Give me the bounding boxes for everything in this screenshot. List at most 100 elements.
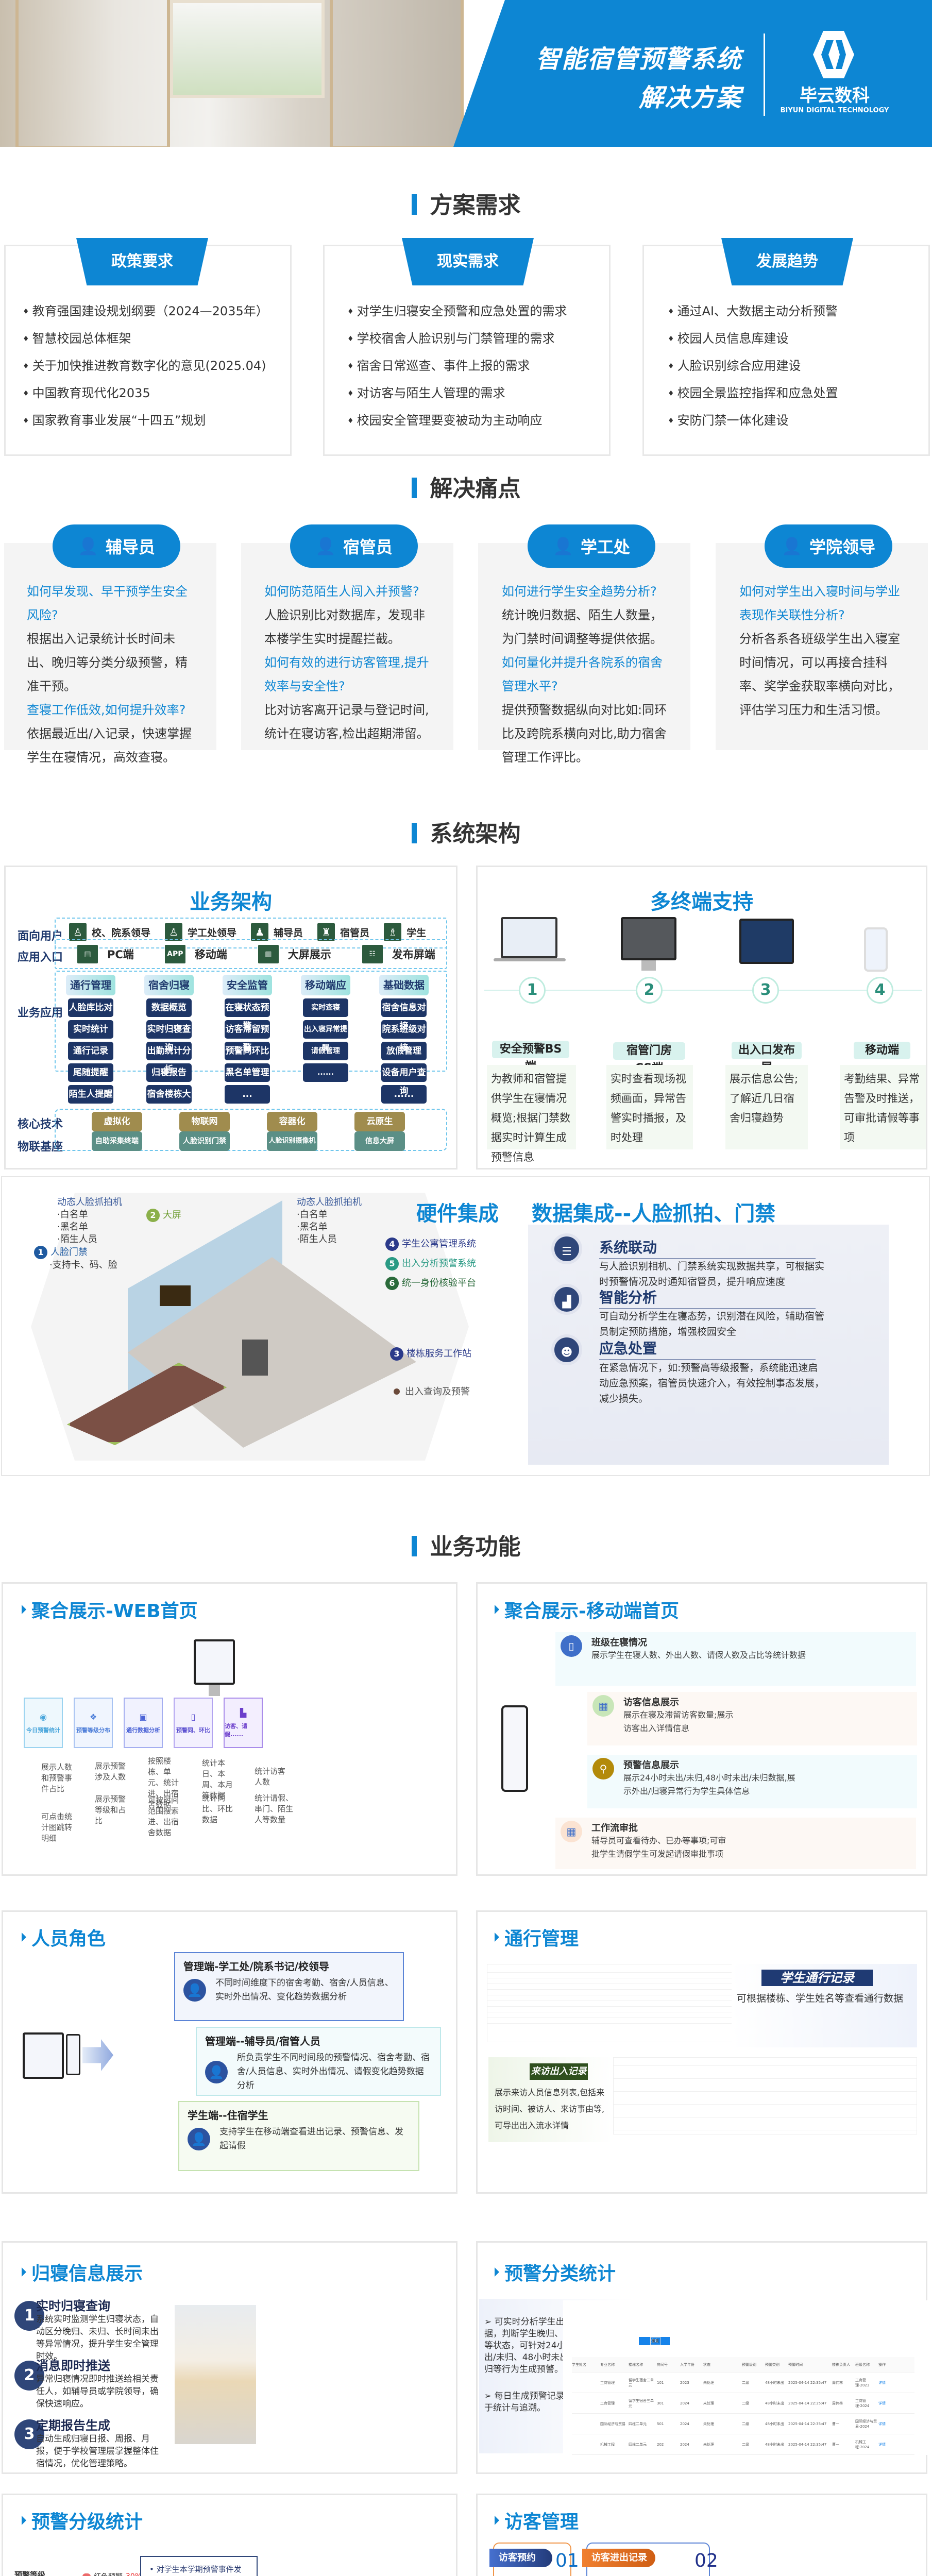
- pain-question: 如何量化并提升各院系的宿舍管理水平?: [502, 655, 663, 693]
- biyun-logo-icon: [813, 31, 854, 78]
- hero-subtitle: 解决方案: [639, 83, 742, 112]
- pain-question: 如何进行学生安全趋势分析?: [502, 584, 657, 599]
- visitor-card-number: 02: [694, 2550, 718, 2571]
- hardware-title: 硬件集成: [416, 1202, 499, 1226]
- document-icon: ▣: [139, 1711, 147, 1722]
- app-column-mobile: 移动端应用 实时查寝 出入寝异常提醒 请假管理 ......: [301, 975, 350, 1104]
- board-icon: ☷: [362, 945, 383, 963]
- document-icon: ▯: [561, 1635, 582, 1657]
- pain-card-student-affairs: [478, 543, 690, 750]
- list-item: 智慧校园总体框架: [23, 326, 268, 353]
- terminal-description: 展示信息公告;了解近几日宿舍归寝趋势: [725, 1065, 808, 1149]
- core-tech-list: 虚拟化 物联网 容器化 云原生: [92, 1112, 405, 1131]
- book-icon: ▙: [240, 1707, 247, 1718]
- user-school-leader: ♙校、院系领导: [69, 923, 150, 941]
- detail-link[interactable]: 详情: [878, 2401, 886, 2405]
- chevron-right-icon: [22, 2516, 26, 2525]
- warn-level-panel: [2, 2494, 457, 2576]
- step-circle: 2: [636, 977, 663, 1004]
- person-icon: 👤: [782, 536, 802, 556]
- terminal-description: 为教师和宿管提供学生在寝情况概览;根据门禁数据实时计算生成预警信息: [487, 1065, 576, 1163]
- detail-link[interactable]: 详情: [878, 2421, 886, 2426]
- step-text: 系统实时监测学生归寝状态，自动区分晚归、未归、长时间未出等异常情况，提升学生安全…: [36, 2314, 159, 2362]
- section-title-functions: 业务功能: [0, 1528, 932, 1561]
- requirement-tab-reality: 现实需求: [402, 238, 534, 285]
- detail-link[interactable]: 详情: [878, 2380, 886, 2385]
- web-desc: 统计同比、环比数据: [202, 1793, 233, 1824]
- mobile-home-title: 聚合展示-移动端首页: [495, 1596, 679, 1623]
- step-number: 3: [14, 2419, 44, 2449]
- pain-text-dorm-manager: 如何防范陌生人闯入并预警? 人脸识别比对数据库，发现非本楼学生实时提醒拦截。 如…: [264, 580, 434, 745]
- dorm-window-image: [170, 0, 325, 98]
- title-accent-bar: [411, 194, 417, 215]
- chart-title: 预警等级: [14, 2570, 46, 2576]
- student-traffic-tag: 学生通行记录: [761, 1970, 873, 1986]
- di-item-title: 应急处置: [599, 1337, 816, 1360]
- graduate-icon: ♗: [384, 923, 402, 941]
- role-card-admin: 管理端-学工处/院系书记/校领导 👤不同时间维度下的宿舍考勤、宿舍/人员信息、实…: [174, 1952, 404, 2021]
- warn-level-title: 预警分级统计: [22, 2507, 143, 2534]
- pain-question: 如何早发现、早干预学生安全风险?: [27, 584, 188, 622]
- role-card-counselor: 管理端--辅导员/宿管人员 👤所负责学生不同时间段的预警情况、宿舍考勤、宿舍/人…: [196, 2027, 441, 2096]
- di-item-text: 与人脸识别相机、门禁系统实现数据共享，可根据实时预警情况及时通知宿管员，提升响应…: [599, 1261, 825, 1287]
- step-circle: 1: [519, 977, 546, 1004]
- mobile-item-warning: ⚲ 预警信息展示展示24小时未出/未归,48小时未出/未归数据,展示外出/归寝异…: [587, 1755, 917, 1808]
- di-item-title: 智能分析: [599, 1286, 816, 1309]
- chevron-right-icon: [495, 2516, 499, 2525]
- user-counselor: ♟辅导员: [251, 923, 303, 941]
- warning-table[interactable]: 学生姓名专业名称楼栋名称房间号入学年份状态预警级别预警类别预警时间楼栋负责人班级…: [572, 2357, 914, 2455]
- pain-answer: 人脸识别比对数据库，发现非本楼学生实时提醒拦截。: [264, 608, 425, 646]
- visitor-card-tab: 访客进出记录查询: [582, 2549, 655, 2576]
- student-traffic-table[interactable]: [487, 1964, 734, 2042]
- monitor-image: [621, 917, 676, 960]
- hero-blue-panel: [453, 0, 932, 147]
- pain-card-college-leader: [716, 543, 928, 750]
- visitor-traffic-table[interactable]: [613, 2057, 917, 2134]
- guard-icon: ♜: [317, 923, 335, 941]
- mobile-item-visitor: ▦ 访客信息展示展示在寝及滞留访客数量;展示访客出入详情信息: [587, 1692, 917, 1745]
- pain-card-counselor: [4, 543, 216, 750]
- laptop-base: [494, 958, 566, 961]
- list-item: 关于加快推进教育数字化的意见(2025.04): [23, 353, 268, 381]
- list-item: 国家教育事业发展“十四五”规划: [23, 408, 268, 435]
- web-box-traffic: ▣通行数据分析: [124, 1698, 163, 1748]
- arrow-bullet-icon: ➢: [484, 2391, 495, 2401]
- chevron-right-icon: [495, 1933, 499, 1942]
- step-title: 消息即时推送: [36, 2359, 110, 2373]
- app-column-safety: 安全监管 在寝状态预警 访客滞留预警 预警同环比 黑名单管理 ...: [223, 975, 272, 1104]
- web-desc: 按照楼栋、单元、统计进、出宿舍数据: [148, 1756, 179, 1809]
- search-button[interactable]: 搜索: [639, 2337, 670, 2345]
- step-title: 定期报告生成: [36, 2418, 110, 2433]
- list-item: 教育强国建设规划纲要（2024—2035年）: [23, 299, 268, 326]
- web-desc: 统计请假、串门、陌生人等数量: [255, 1793, 294, 1824]
- brand-english-name: BIYUN DIGITAL TECHNOLOGY: [780, 107, 889, 114]
- step-text: 异常归寝情况即时推送给相关责任人，如辅导员或学院领导，确保快速响应。: [36, 2374, 159, 2409]
- role-pill-counselor: 👤辅导员: [53, 524, 180, 568]
- user-affairs-leader: ♙学工处领导: [165, 923, 236, 941]
- reset-button[interactable]: 重置: [650, 2337, 660, 2345]
- web-desc: 统计访客人数: [255, 1767, 286, 1787]
- person-icon: 👤: [188, 2128, 210, 2150]
- roles-monitor-image: [23, 2032, 64, 2079]
- person-icon: 👤: [78, 536, 98, 556]
- section-title-architecture: 系统架构: [0, 815, 932, 848]
- bunk-bed-left-image: [15, 0, 170, 147]
- table-header: 学生姓名专业名称楼栋名称房间号入学年份状态预警级别预警类别预警时间楼栋负责人班级…: [572, 2357, 914, 2372]
- user-student: ♗学生: [384, 923, 426, 941]
- detail-link[interactable]: 详情: [878, 2442, 886, 2447]
- terminal-label: 出入口发布屏: [732, 1042, 802, 1074]
- traffic-panel: [476, 1910, 927, 2194]
- web-desc: 展示人数和预警事件占比: [41, 1762, 73, 1793]
- web-feature-boxes: ◉今日预警统计 ❖预警等级分布 ▣通行数据分析 ▯预警同、环比 ▙访客、请假..…: [24, 1698, 263, 1748]
- return-info-title: 归寝信息展示: [22, 2259, 143, 2285]
- section-title-requirements: 方案需求: [0, 187, 932, 219]
- arrow-bullet-icon: ➢: [484, 2317, 495, 2327]
- bunk-bed-right-image: [330, 0, 464, 147]
- step-title: 实时归寝查询: [36, 2299, 110, 2313]
- leader-icon: ♙: [69, 923, 87, 941]
- users-list: ♙校、院系领导 ♙学工处领导 ♟辅导员 ♜宿管员 ♗学生: [69, 923, 426, 941]
